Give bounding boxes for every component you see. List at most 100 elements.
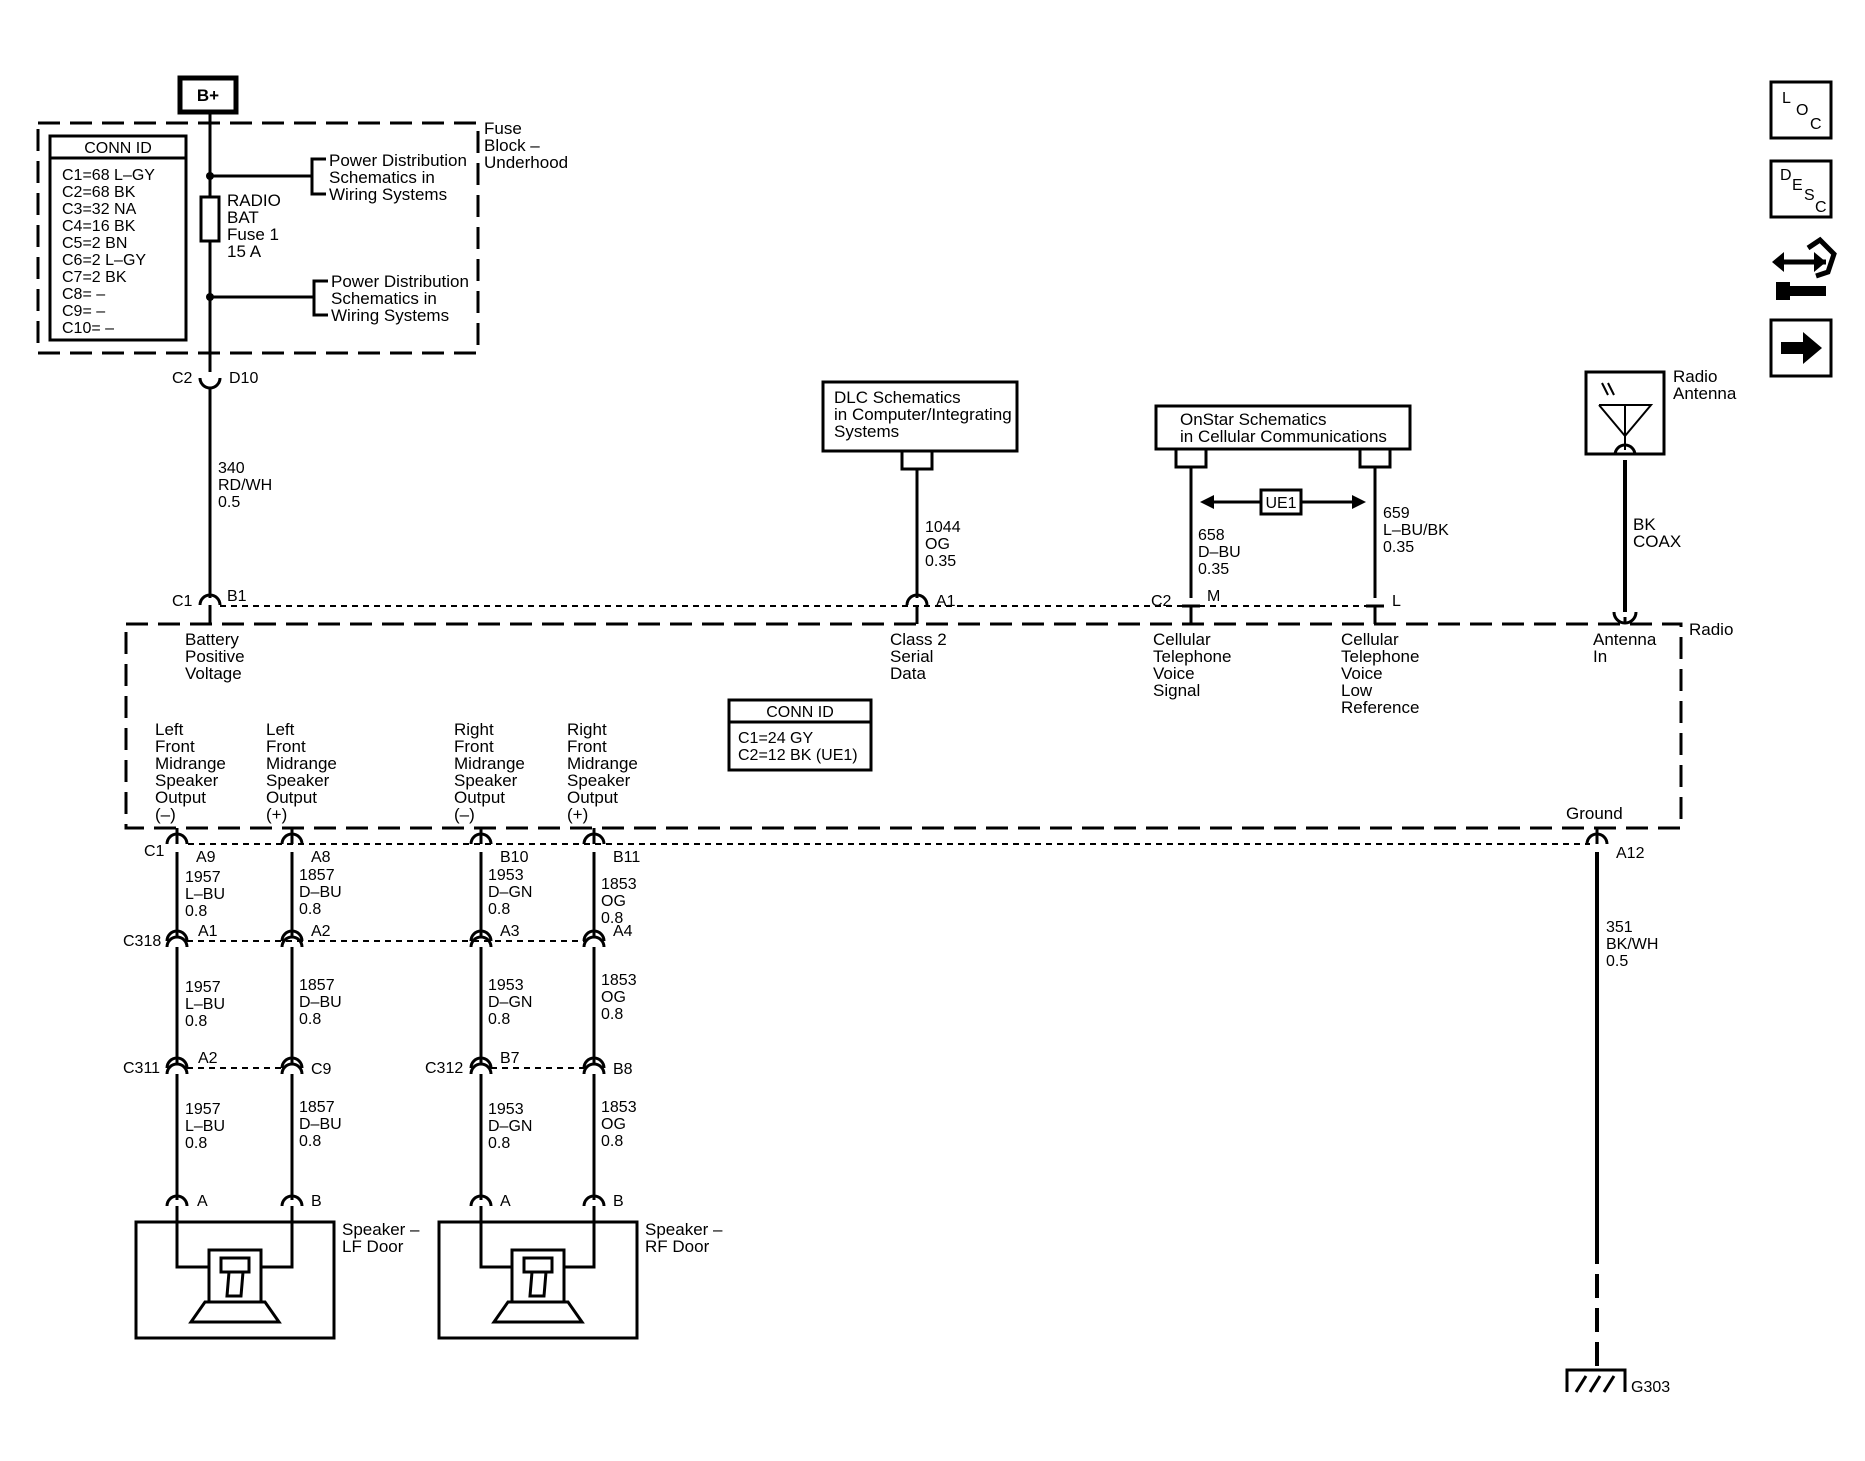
- svg-text:E: E: [1792, 177, 1803, 194]
- svg-text:A: A: [197, 1193, 208, 1210]
- svg-text:D–GN: D–GN: [488, 1118, 532, 1135]
- svg-text:Power Distribution: Power Distribution: [331, 272, 469, 291]
- svg-text:A4: A4: [613, 923, 633, 940]
- connector-tool-icon[interactable]: [1772, 236, 1837, 300]
- svg-text:340: 340: [218, 460, 245, 477]
- svg-text:D–BU: D–BU: [299, 884, 342, 901]
- svg-text:in Computer/Integrating: in Computer/Integrating: [834, 405, 1012, 424]
- svg-text:OG: OG: [601, 989, 626, 1006]
- svg-text:Fuse: Fuse: [484, 119, 522, 138]
- svg-text:LF Door: LF Door: [342, 1237, 404, 1256]
- svg-text:C1=24 GY: C1=24 GY: [738, 730, 813, 747]
- svg-text:351: 351: [1606, 919, 1633, 936]
- svg-text:659: 659: [1383, 505, 1410, 522]
- svg-text:Speaker: Speaker: [454, 771, 518, 790]
- dlc-schematics-ref: DLC Schematics in Computer/Integrating S…: [821, 380, 1019, 471]
- svg-text:C2: C2: [172, 370, 193, 387]
- svg-text:C: C: [1810, 116, 1822, 133]
- svg-text:0.8: 0.8: [488, 1011, 510, 1028]
- svg-text:D–GN: D–GN: [488, 884, 532, 901]
- svg-text:UE1: UE1: [1265, 495, 1296, 512]
- svg-text:Front: Front: [567, 737, 607, 756]
- radio-conn-id-box: CONN ID C1=24 GY C2=12 BK (UE1): [727, 698, 873, 772]
- wire-label-lf-pos-3: 1857 D–BU 0.8: [299, 1099, 342, 1150]
- ue1-option-marker: UE1: [1200, 488, 1366, 516]
- radio-outline: [124, 622, 1683, 830]
- svg-text:0.8: 0.8: [299, 1133, 321, 1150]
- svg-text:C1: C1: [172, 593, 193, 610]
- svg-text:C7=2 BK: C7=2 BK: [62, 269, 127, 286]
- connector-c2-d10: C2 D10: [172, 370, 258, 390]
- svg-text:L: L: [1392, 593, 1401, 610]
- svg-text:CONN ID: CONN ID: [766, 704, 834, 721]
- svg-text:Speaker: Speaker: [266, 771, 330, 790]
- wire-label-rf-pos-1: 1853 OG 0.8: [601, 876, 637, 927]
- wire-label-battery: 340 RD/WH 0.5: [218, 460, 272, 511]
- svg-text:C318: C318: [123, 933, 161, 950]
- svg-text:1853: 1853: [601, 972, 637, 989]
- next-arrow-icon[interactable]: [1769, 318, 1833, 378]
- svg-text:BK/WH: BK/WH: [1606, 936, 1658, 953]
- wire-label-lf-neg-3: 1957 L–BU 0.8: [185, 1101, 225, 1152]
- ground-g303: G303: [1565, 1368, 1670, 1396]
- svg-text:Low: Low: [1341, 681, 1373, 700]
- pin-label-voice-low: Cellular Telephone Voice Low Reference: [1341, 630, 1419, 717]
- wire-label-antenna: BK COAX: [1633, 515, 1681, 551]
- svg-text:Telephone: Telephone: [1153, 647, 1231, 666]
- svg-text:Reference: Reference: [1341, 698, 1419, 717]
- desc-button[interactable]: D E S C: [1769, 159, 1833, 219]
- wire-label-ground: 351 BK/WH 0.5: [1606, 919, 1658, 970]
- wire-label-voice-low: 659 L–BU/BK 0.35: [1383, 505, 1449, 556]
- svg-text:A2: A2: [311, 923, 331, 940]
- svg-text:RF Door: RF Door: [645, 1237, 710, 1256]
- svg-text:L–BU: L–BU: [185, 996, 225, 1013]
- svg-text:B+: B+: [197, 86, 219, 105]
- svg-text:0.8: 0.8: [185, 1013, 207, 1030]
- svg-text:OG: OG: [601, 893, 626, 910]
- svg-text:Underhood: Underhood: [484, 153, 568, 172]
- svg-text:Battery: Battery: [185, 630, 239, 649]
- svg-text:1957: 1957: [185, 869, 221, 886]
- svg-text:Telephone: Telephone: [1341, 647, 1419, 666]
- svg-text:B11: B11: [613, 849, 640, 866]
- wire-label-lf-neg-2: 1957 L–BU 0.8: [185, 979, 225, 1030]
- speaker-lf-door: A B Speaker – LF Door: [134, 1193, 420, 1340]
- svg-text:B8: B8: [613, 1061, 633, 1078]
- svg-text:Power Distribution: Power Distribution: [329, 151, 467, 170]
- svg-text:C8= –: C8= –: [62, 286, 105, 303]
- svg-text:D–BU: D–BU: [299, 1116, 342, 1133]
- svg-text:A12: A12: [1616, 845, 1645, 862]
- svg-text:1957: 1957: [185, 979, 221, 996]
- connector-c311: C311 A2 C9: [123, 1050, 332, 1078]
- svg-text:L–BU: L–BU: [185, 1118, 225, 1135]
- svg-text:0.8: 0.8: [601, 910, 623, 927]
- svg-text:C: C: [1815, 199, 1827, 216]
- svg-text:C4=16 BK: C4=16 BK: [62, 218, 136, 235]
- svg-text:0.8: 0.8: [299, 901, 321, 918]
- svg-text:Speaker –: Speaker –: [645, 1220, 723, 1239]
- svg-text:C1: C1: [144, 843, 165, 860]
- svg-text:M: M: [1207, 588, 1220, 605]
- svg-text:B10: B10: [500, 849, 529, 866]
- svg-text:Antenna: Antenna: [1593, 630, 1657, 649]
- pin-label-class2: Class 2 Serial Data: [890, 630, 947, 683]
- wire-label-rf-pos-3: 1853 OG 0.8: [601, 1099, 637, 1150]
- svg-text:Front: Front: [454, 737, 494, 756]
- svg-text:0.5: 0.5: [1606, 953, 1628, 970]
- svg-text:Fuse 1: Fuse 1: [227, 225, 279, 244]
- svg-text:1044: 1044: [925, 519, 961, 536]
- wire-label-rf-neg-2: 1953 D–GN 0.8: [488, 977, 532, 1028]
- svg-text:1953: 1953: [488, 867, 524, 884]
- fuse-block-outline: [36, 121, 480, 355]
- svg-text:C2: C2: [1151, 593, 1172, 610]
- svg-text:Midrange: Midrange: [155, 754, 226, 773]
- svg-text:Antenna: Antenna: [1673, 384, 1737, 403]
- svg-text:Left: Left: [155, 720, 184, 739]
- svg-text:C2=68 BK: C2=68 BK: [62, 184, 136, 201]
- loc-button[interactable]: L O C: [1769, 80, 1833, 140]
- svg-text:C6=2 L–GY: C6=2 L–GY: [62, 252, 146, 269]
- svg-text:C311: C311: [123, 1060, 160, 1077]
- svg-text:L–BU: L–BU: [185, 886, 225, 903]
- svg-text:D: D: [1780, 167, 1792, 184]
- svg-text:1857: 1857: [299, 977, 335, 994]
